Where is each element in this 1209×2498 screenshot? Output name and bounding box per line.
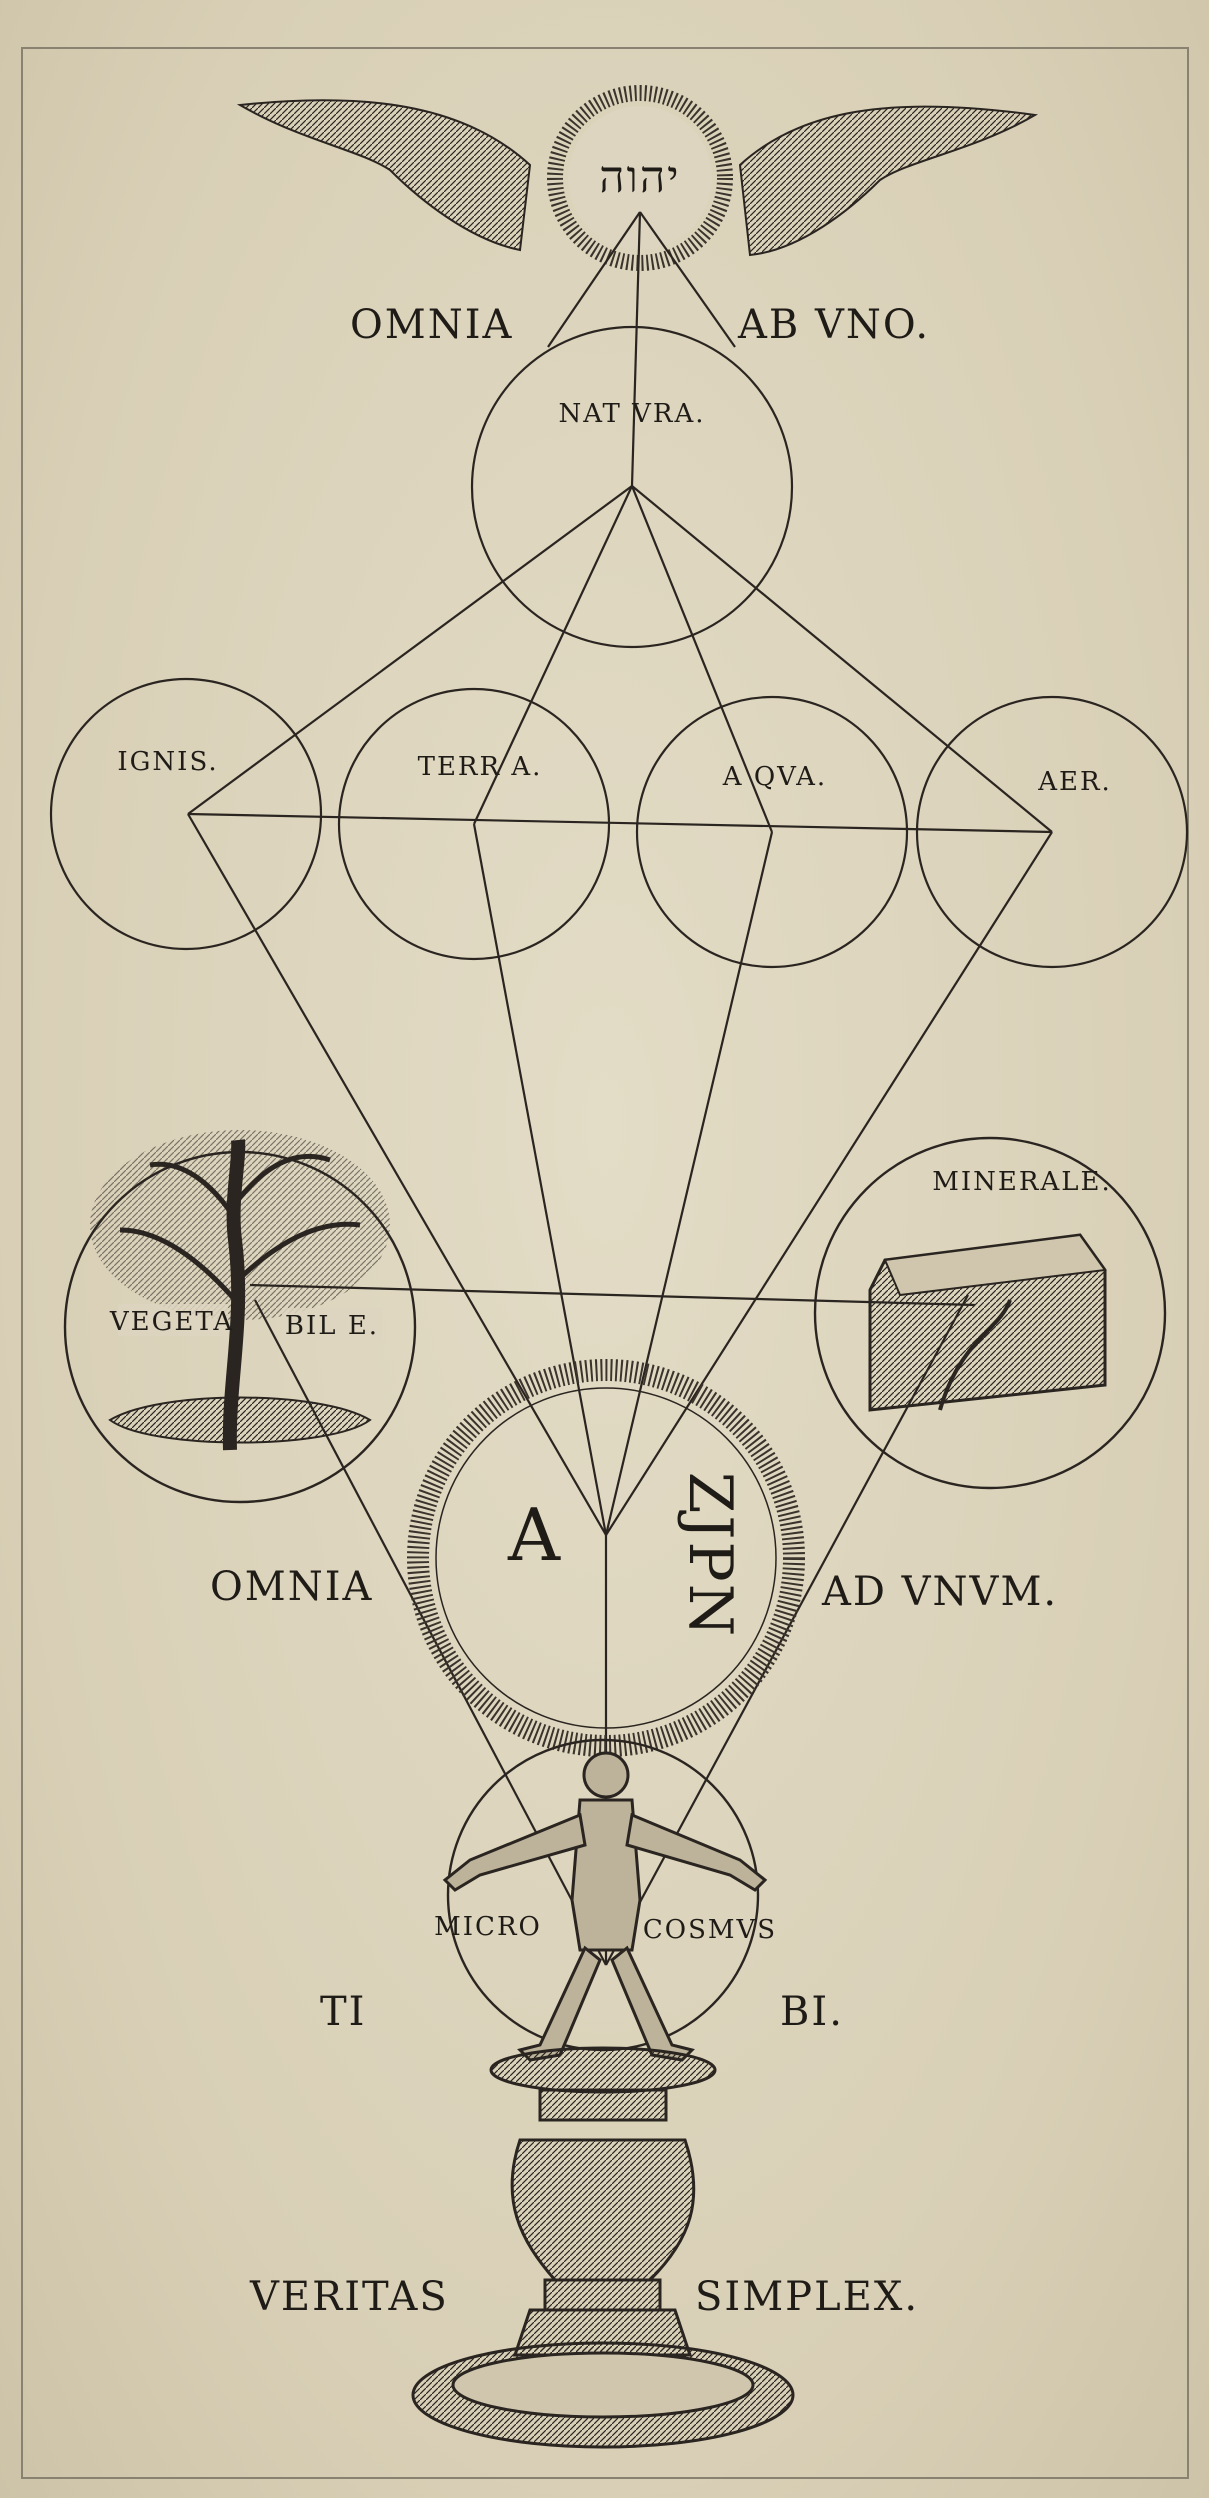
central-circle [435,1387,777,1729]
motto-omnia-middle: OMNIA [210,1564,373,1610]
tibi-right: BI. [780,1989,844,2035]
glory-ring [547,85,733,271]
microcosm-label-left: MICRO [434,1912,542,1942]
element-label-aer: AER. [1037,767,1112,797]
tree-icon [90,1130,390,1451]
vegetable-label-right: BIL E. [285,1311,379,1341]
mineral-circle [813,1136,1167,1490]
motto-simplex: SIMPLEX. [695,2274,919,2320]
right-wing-icon [738,105,1039,257]
left-wing-icon [236,99,532,252]
motto-omnia-top: OMNIA [350,302,513,348]
central-glory-ring [407,1359,805,1757]
geometric-lines [187,211,1053,1966]
motto-ab-uno: AB VNO. [737,302,930,348]
pedestal-icon [411,2046,795,2449]
natura-label: NAT VRA. [558,399,705,429]
microcosm-label-right: COSMVS [643,1915,777,1945]
element-circle-aer [915,695,1189,969]
element-circle-aqua [635,695,909,969]
natura-circle [470,325,794,649]
winged-glory: יהוה [236,85,1039,271]
center-rotated-glyph: ZJPN [675,1472,745,1639]
motto-ad-unum: AD VNVM. [821,1569,1058,1615]
element-label-terra: TERR A. [418,752,543,782]
element-circle-terra [337,687,611,961]
element-circle-ignis [49,677,323,951]
vegetable-label-left: VEGETA [109,1307,234,1337]
tibi-left: TI [320,1989,366,2035]
motto-veritas: VERITAS [249,2274,449,2320]
plate-border [21,47,1189,2479]
human-figure-icon [442,1751,768,2062]
element-label-ignis: IGNIS. [117,747,218,777]
center-letter-a: A [507,1493,562,1577]
mineral-label: MINERALE. [932,1167,1111,1197]
divine-name: יהוה [599,152,680,203]
mineral-block-icon [868,1233,1107,1412]
element-label-aqua: A QVA. [722,762,827,792]
